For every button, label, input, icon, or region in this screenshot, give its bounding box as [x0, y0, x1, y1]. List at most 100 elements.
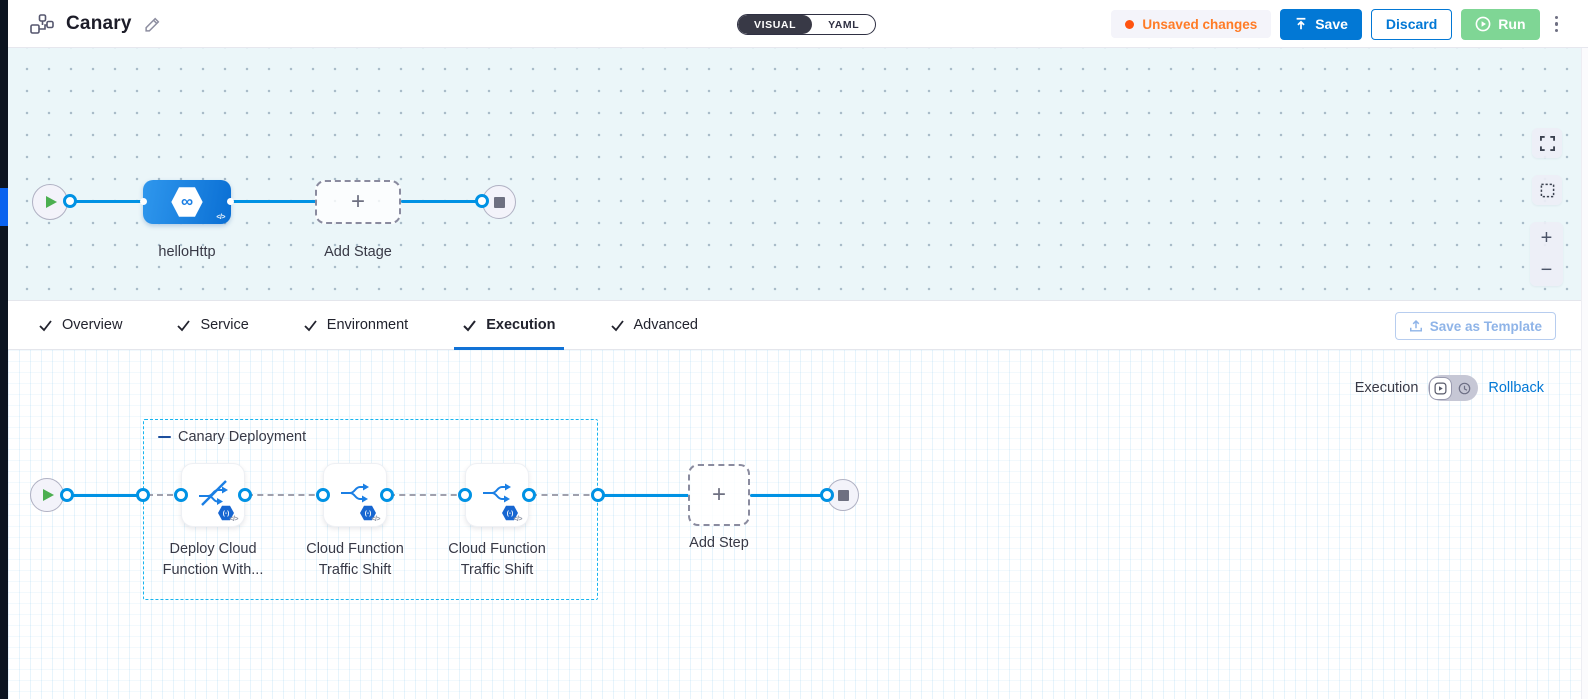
step-label-line2: Function With...	[162, 562, 264, 578]
group-header: Canary Deployment	[158, 429, 306, 445]
execution-start-node[interactable]	[30, 478, 64, 512]
add-step-button[interactable]: +	[688, 464, 750, 526]
connector-anchor[interactable]	[174, 488, 188, 502]
step-label: Deploy Cloud Function With...	[138, 539, 288, 581]
connector-anchor[interactable]	[820, 488, 834, 502]
step-label-line2: Traffic Shift	[318, 562, 392, 578]
stop-icon	[493, 196, 505, 208]
rollback-icon	[1459, 382, 1471, 394]
code-glyph-icon: </>	[229, 516, 238, 523]
tab-advanced[interactable]: Advanced	[602, 301, 707, 349]
cloud-function-badge-icon: (-)	[218, 505, 234, 521]
check-icon	[304, 319, 317, 331]
add-stage-label: Add Stage	[324, 244, 392, 260]
step-card-traffic-shift-2[interactable]: (-) </>	[465, 463, 529, 527]
connector-anchor[interactable]	[380, 488, 394, 502]
add-step-label: Add Step	[689, 535, 749, 551]
discard-button[interactable]: Discard	[1370, 8, 1453, 40]
tab-overview[interactable]: Overview	[30, 301, 130, 349]
connector-anchor[interactable]	[458, 488, 472, 502]
step-label: Cloud Function Traffic Shift	[280, 539, 430, 581]
execution-steps-icon	[1434, 382, 1447, 394]
zoom-out-button[interactable]: −	[1530, 257, 1563, 283]
connector-anchor[interactable]	[522, 488, 536, 502]
tab-label: Advanced	[633, 317, 699, 333]
marquee-select-button[interactable]	[1532, 175, 1562, 205]
play-circle-icon	[1475, 16, 1491, 32]
connector-anchor[interactable]	[63, 194, 77, 208]
rollback-link[interactable]: Rollback	[1488, 380, 1544, 396]
connector-anchor[interactable]	[238, 488, 252, 502]
save-as-template-label: Save as Template	[1429, 318, 1542, 334]
rollback-mode-button[interactable]	[1453, 377, 1476, 400]
kebab-menu-icon[interactable]	[1549, 12, 1565, 37]
step-label-line1: Cloud Function	[306, 541, 404, 557]
marquee-select-icon	[1540, 183, 1554, 197]
step-card-traffic-shift-1[interactable]: (-) </>	[323, 463, 387, 527]
unsaved-dot-icon	[1125, 19, 1135, 29]
tab-label: Execution	[486, 317, 556, 333]
cloud-function-traffic-shift-icon	[341, 483, 369, 503]
group-title: Canary Deployment	[178, 429, 307, 445]
execution-rollback-toggle	[1428, 375, 1479, 401]
cloud-function-traffic-shift-icon	[483, 483, 511, 503]
execution-mode-button[interactable]	[1429, 376, 1453, 400]
step-card-deploy-cloud-function[interactable]: (-) </>	[181, 463, 245, 527]
tab-label: Environment	[326, 317, 409, 333]
canary-deployment-group: Canary Deployment	[143, 419, 598, 600]
connector-dashed-line	[389, 494, 467, 496]
connector-dashed-line	[531, 494, 600, 496]
add-stage-button[interactable]: +	[315, 180, 401, 224]
play-icon	[46, 196, 57, 208]
connector-line	[401, 200, 485, 203]
check-icon	[610, 319, 624, 331]
left-rail-indicator	[0, 188, 8, 226]
upload-arrow-icon	[1294, 17, 1308, 31]
header-actions: Unsaved changes Save Discard	[1111, 0, 1564, 48]
connector-anchor[interactable]	[60, 488, 74, 502]
tab-label: Overview	[62, 317, 123, 333]
fullscreen-button[interactable]	[1532, 128, 1562, 158]
stage-card-hellohttp[interactable]: ∞ </>	[140, 180, 234, 224]
save-button[interactable]: Save	[1280, 8, 1362, 40]
edit-title-pencil-icon[interactable]	[144, 16, 161, 33]
stop-icon	[837, 489, 849, 501]
run-button[interactable]: Run	[1461, 8, 1540, 40]
stage-label: helloHttp	[158, 244, 216, 260]
pipeline-graph-icon	[30, 13, 54, 35]
cloud-function-badge-icon: (-)	[360, 505, 376, 521]
play-icon	[43, 489, 54, 501]
header-title-group: Canary	[30, 0, 161, 48]
connector-dashed-line	[247, 494, 325, 496]
tab-service[interactable]: Service	[168, 301, 256, 349]
connector-anchor[interactable]	[591, 488, 605, 502]
connector-anchor[interactable]	[136, 488, 150, 502]
collapse-group-icon[interactable]	[158, 435, 171, 439]
serverless-hexagon-icon: ∞	[171, 187, 203, 217]
left-nav-rail	[0, 0, 8, 699]
connector-anchor[interactable]	[316, 488, 330, 502]
header-bar: Canary VISUAL YAML Unsaved changes	[8, 0, 1588, 48]
code-glyph-icon: </>	[513, 516, 522, 523]
check-icon	[39, 319, 52, 331]
scrollbar-track[interactable]	[1581, 48, 1588, 699]
deploy-cloud-function-no-traffic-icon	[199, 480, 228, 506]
connector-line	[750, 494, 830, 497]
execution-mode-row: Execution Rollback	[1355, 374, 1544, 402]
visual-yaml-toggle: VISUAL YAML	[737, 14, 877, 35]
tab-execution[interactable]: Execution	[454, 301, 564, 350]
fullscreen-icon	[1539, 135, 1555, 151]
toggle-yaml[interactable]: YAML	[828, 18, 860, 31]
zoom-controls: + −	[1530, 222, 1563, 286]
toggle-visual[interactable]: VISUAL	[738, 15, 813, 34]
stage-canvas[interactable]: ∞ </> helloHttp + Add Stage + −	[8, 48, 1588, 300]
upload-template-icon	[1409, 319, 1422, 332]
connector-anchor[interactable]	[475, 194, 489, 208]
step-label: Cloud Function Traffic Shift	[422, 539, 572, 581]
step-label-line1: Cloud Function	[448, 541, 546, 557]
tab-environment[interactable]: Environment	[295, 301, 416, 349]
zoom-in-button[interactable]: +	[1530, 225, 1563, 251]
save-as-template-button[interactable]: Save as Template	[1394, 312, 1556, 340]
execution-canvas[interactable]: Execution Rollback	[8, 350, 1588, 699]
